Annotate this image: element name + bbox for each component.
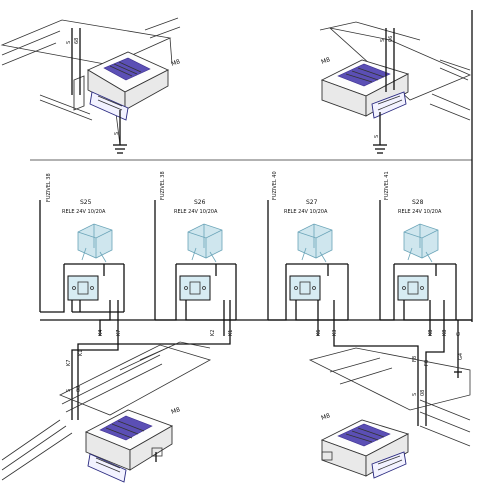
relay-s26-fuse: FUZIVEL 38: [160, 171, 166, 200]
relay-s27-term-2: K3: [332, 330, 338, 336]
motor-br-wire-2: 08: [420, 390, 426, 396]
motor-tl-wire-1: S: [66, 41, 72, 44]
motor-tr-wire-2: 06: [388, 36, 394, 42]
motor-bottom-right: M8 S 08: [308, 347, 471, 479]
relay-s27-spec: RELE 24V 10/20A: [284, 209, 328, 215]
motor-tr-wire-3: S: [374, 135, 380, 138]
relay-s28-id: S28: [412, 199, 424, 206]
relay-s25-term-2: K7: [116, 330, 122, 336]
motor-bl-wire-2: 08: [76, 386, 82, 392]
relay-s27-term-1: K6: [316, 330, 322, 336]
relay-s28: FUZIVEL 41 S28 RELE 24V 10/20A K8 K8 G: [379, 171, 472, 336]
motor-bl-wire-1: S: [66, 389, 72, 392]
relay-s25: FUZIVEL 38 S25 RELE 24V 10/20A K4 K7: [39, 173, 125, 336]
relay-s26: FUZIVEL 38 S26 RELE 24V 10/20A K2 K1: [154, 171, 237, 336]
relay-s28-spec: RELE 24V 10/20A: [398, 209, 442, 215]
relay-s26-term-2: K1: [228, 330, 234, 336]
motor-tr-label: M8: [320, 56, 331, 66]
relay-s25-spec: RELE 24V 10/20A: [62, 209, 106, 215]
motor-top-left: M8 S 68 S: [0, 17, 181, 154]
conn-right-a: F8: [412, 356, 418, 362]
motor-tl-wire-2: 68: [74, 38, 80, 44]
relay-s28-fuse: FUZIVEL 41: [384, 171, 390, 200]
relay-s25-fuse: FUZIVEL 38: [46, 173, 52, 202]
relay-s26-id: S26: [194, 199, 206, 206]
motor-tr-wire-1: S: [380, 39, 386, 42]
motor-br-label: M8: [320, 412, 331, 422]
relay-s27-id: S27: [306, 199, 318, 206]
relay-s26-spec: RELE 24V 10/20A: [174, 209, 218, 215]
motor-tl-wire-3: S: [114, 132, 120, 135]
conn-right-c: G4: [458, 353, 464, 360]
conn-left: K1: [78, 350, 84, 356]
motor-bl-label: M8: [170, 406, 181, 416]
motor-bottom-left: M8 S 08: [1, 341, 212, 483]
relay-s27: FUZIVEL 40 S27 RELE 24V 10/20A K6 K3: [267, 171, 349, 336]
relay-s27-fuse: FUZIVEL 40: [272, 171, 278, 200]
relay-s25-term-1: K4: [98, 330, 104, 336]
conn-right-b: F8: [424, 360, 430, 366]
motor-br-wire-1: S: [412, 393, 418, 396]
relay-s28-term-2: K8: [442, 330, 448, 336]
relay-s28-term-3: G: [456, 332, 462, 336]
motor-tl-label: M8: [170, 58, 181, 68]
motor-top-right: M8 S 06 S: [319, 21, 472, 154]
relay-s28-term-1: K8: [428, 330, 434, 336]
conn-left-upper: K7: [66, 360, 72, 366]
relay-s25-id: S25: [80, 199, 92, 206]
relay-s26-term-1: K2: [210, 330, 216, 336]
